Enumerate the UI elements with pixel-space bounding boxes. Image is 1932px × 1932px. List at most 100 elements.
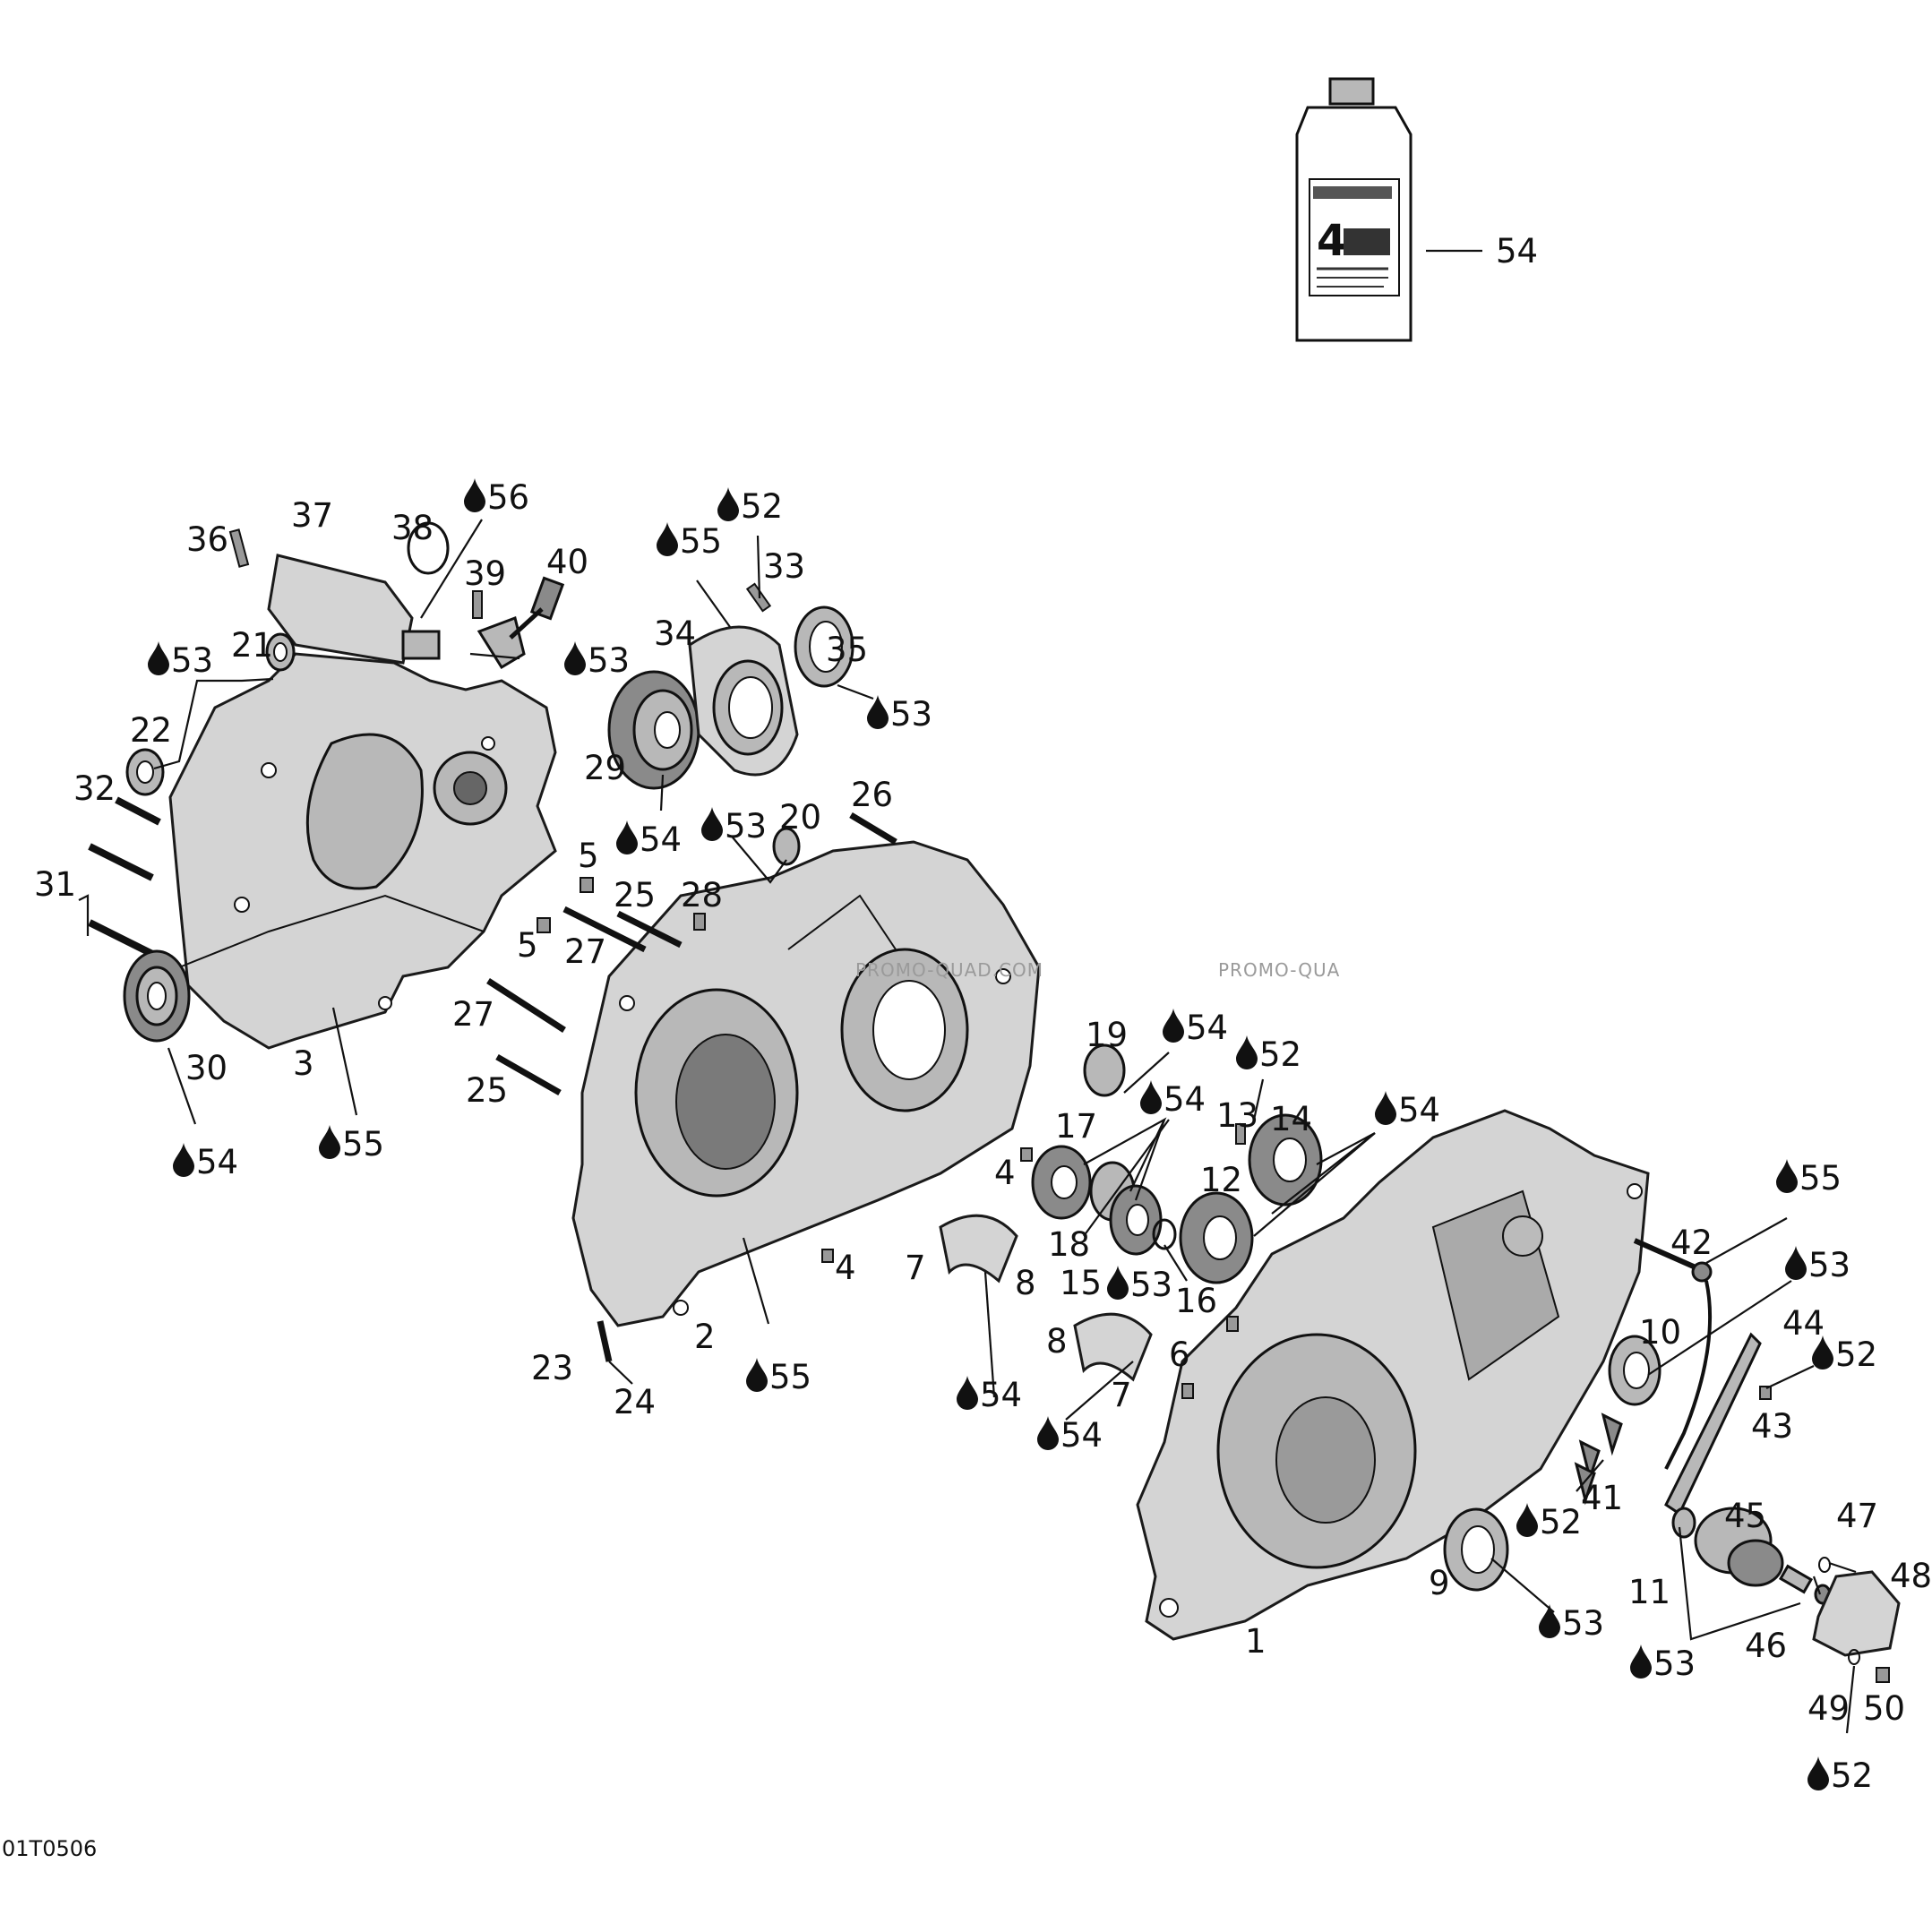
callout-c7a: 7 (905, 1249, 926, 1287)
bottle-label-graphic (1344, 228, 1390, 255)
oil-drop-icon (1163, 1009, 1184, 1043)
callout-c27a: 27 (564, 932, 606, 971)
callout-c52b: 52 (1236, 1035, 1301, 1074)
dowel-6 (1226, 1316, 1239, 1332)
bolt-27a (562, 906, 647, 953)
dowel-5a (580, 877, 594, 893)
callout-c13: 13 (1216, 1096, 1258, 1135)
callout-number: 34 (654, 614, 696, 653)
callout-c53c: 53 (564, 641, 630, 680)
oil-drop-icon (1807, 1756, 1829, 1790)
callout-c54c: 54 (173, 1143, 238, 1181)
bearing-29 (607, 670, 700, 790)
callout-c53f: 53 (1785, 1246, 1850, 1284)
callout-c55d: 55 (746, 1358, 811, 1396)
callout-c54e: 54 (1140, 1080, 1206, 1119)
callout-number: 15 (1060, 1264, 1102, 1302)
callout-c55c: 55 (1776, 1159, 1842, 1198)
oil-drop-icon (1630, 1644, 1652, 1679)
oil-drop-icon (1516, 1503, 1538, 1537)
oil-drop-icon (1107, 1266, 1129, 1300)
callout-c53a: 53 (867, 695, 932, 734)
callout-c49: 49 (1807, 1689, 1850, 1728)
callout-c56: 56 (464, 478, 529, 517)
bolt-50 (1876, 1667, 1890, 1683)
callout-number: 4 (835, 1249, 856, 1287)
callout-c12: 12 (1200, 1161, 1242, 1199)
callout-number: 56 (487, 478, 529, 517)
oil-drop-icon (1812, 1335, 1833, 1370)
callout-c23: 23 (531, 1349, 573, 1387)
callout-number: 54 (640, 820, 682, 859)
callout-number: 55 (680, 522, 722, 561)
callout-number: 35 (826, 631, 868, 669)
callout-number: 18 (1048, 1225, 1090, 1264)
callout-c53d: 53 (701, 807, 767, 846)
callout-number: 48 (1890, 1557, 1932, 1595)
callout-c26: 26 (851, 776, 893, 814)
oil-drop-icon (1785, 1246, 1807, 1280)
callout-number: 54 (980, 1376, 1022, 1414)
callout-number: 38 (391, 509, 434, 547)
callout-c5a: 5 (578, 837, 599, 875)
callout-number: 7 (905, 1249, 926, 1287)
callout-c22: 22 (130, 711, 172, 750)
callout-c53h: 53 (1630, 1644, 1696, 1683)
callout-number: 19 (1086, 1016, 1128, 1054)
oil-bottle: 4 (1295, 77, 1482, 342)
callout-c32: 32 (73, 769, 116, 808)
callout-number: 40 (546, 543, 588, 581)
callout-c46: 46 (1745, 1627, 1787, 1665)
oil-drop-icon (1037, 1416, 1059, 1450)
bottle-cap (1328, 77, 1375, 106)
callout-c35: 35 (826, 631, 868, 669)
gear-45 (1694, 1507, 1814, 1594)
bolt-41b (1578, 1439, 1601, 1483)
callout-number: 53 (1808, 1246, 1850, 1284)
callout-number: 11 (1628, 1573, 1670, 1611)
oil-drop-icon (564, 641, 586, 675)
callout-c37: 37 (291, 496, 333, 535)
callout-number: 1 (1245, 1622, 1267, 1661)
callout-c16: 16 (1175, 1282, 1217, 1320)
bolt-39 (472, 590, 483, 619)
callout-number: 52 (741, 487, 783, 526)
crankcase-half-center (571, 840, 1041, 1327)
callout-number: 6 (1169, 1335, 1190, 1374)
callout-c53b: 53 (148, 641, 213, 680)
callout-c8b: 8 (1046, 1322, 1068, 1361)
bolt-32 (115, 796, 161, 826)
callout-c19: 19 (1086, 1016, 1128, 1054)
callout-number: 13 (1216, 1096, 1258, 1135)
plate-44 (1664, 1332, 1762, 1516)
callout-number: 41 (1581, 1479, 1623, 1517)
bolt-31b (88, 919, 154, 957)
crankcase-cover-right (1136, 1109, 1650, 1641)
callout-number: 2 (694, 1318, 716, 1356)
housing-ring-34 (688, 625, 799, 777)
bushing-19 (1083, 1043, 1126, 1097)
callout-c3: 3 (293, 1044, 314, 1083)
callout-number: 30 (185, 1049, 228, 1087)
callout-number: 28 (681, 876, 723, 914)
o-ring-47 (1818, 1557, 1831, 1573)
diagram-code: 01T0506 (2, 1836, 98, 1861)
callout-number: 52 (1540, 1503, 1582, 1541)
callout-c7b: 7 (1111, 1376, 1132, 1414)
wiring-harness-42 (1633, 1238, 1713, 1470)
callout-number: 8 (1046, 1322, 1068, 1361)
callout-number: 53 (1130, 1266, 1172, 1304)
cover-48 (1812, 1570, 1901, 1657)
bolt-31a (88, 843, 154, 881)
callout-c11: 11 (1628, 1573, 1670, 1611)
callout-c54g: 54 (957, 1376, 1022, 1414)
oil-drop-icon (616, 820, 638, 854)
callout-c54f: 54 (1375, 1091, 1440, 1129)
callout-number: 45 (1724, 1497, 1766, 1535)
callout-number: 3 (293, 1044, 314, 1083)
callout-number: 24 (614, 1383, 656, 1421)
screw-13 (1235, 1123, 1246, 1145)
callout-number: 4 (994, 1154, 1016, 1192)
callout-number: 53 (890, 695, 932, 734)
